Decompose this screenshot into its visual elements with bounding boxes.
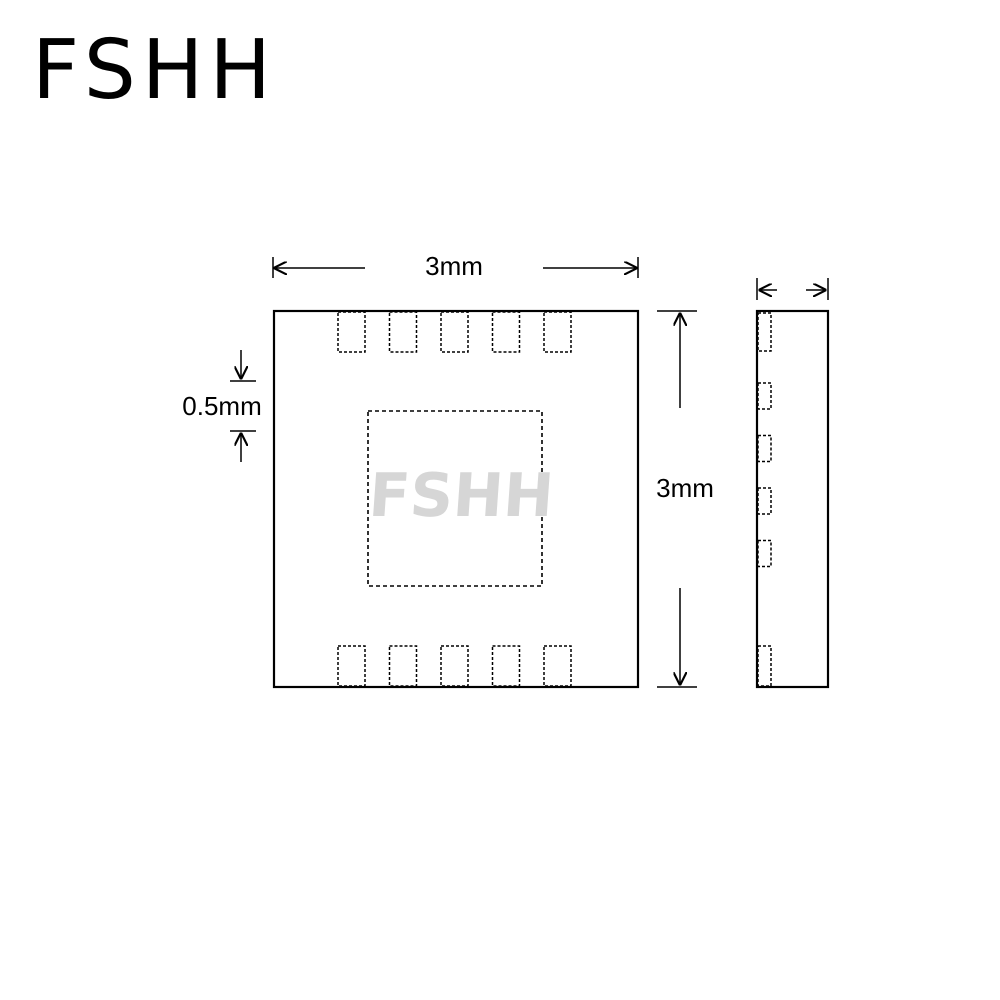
side-pad — [757, 487, 772, 515]
top-pad — [440, 311, 469, 353]
top-pad — [388, 311, 418, 353]
bottom-pad — [543, 645, 572, 687]
width-dimension: 3mm — [272, 251, 639, 281]
package-side-view — [755, 309, 830, 689]
thickness-dimension — [756, 278, 829, 300]
top-pad — [491, 311, 521, 353]
bottom-pad — [388, 645, 418, 687]
watermark: FSHH — [367, 461, 556, 531]
exposed-center-pad — [367, 410, 543, 587]
side-pad — [757, 645, 772, 687]
bottom-pad — [440, 645, 469, 687]
top-pad — [337, 311, 366, 353]
height-dimension: 3mm — [656, 310, 714, 688]
pitch-dimension: 0.5mm — [182, 350, 262, 462]
side-pad-column — [757, 312, 772, 687]
width-label: 3mm — [425, 251, 483, 281]
bottom-pad — [337, 645, 366, 687]
top-pad — [543, 311, 572, 353]
bottom-pad — [491, 645, 521, 687]
side-pad — [757, 382, 772, 410]
pitch-label: 0.5mm — [182, 391, 261, 421]
height-label: 3mm — [656, 473, 714, 503]
top-pad-row — [337, 311, 572, 353]
side-pad — [757, 312, 772, 352]
side-pad — [757, 434, 772, 463]
bottom-pad-row — [337, 645, 572, 687]
brand-logo-text: FSHH — [32, 23, 278, 118]
side-pad — [757, 539, 772, 568]
package-top-view — [272, 309, 640, 689]
